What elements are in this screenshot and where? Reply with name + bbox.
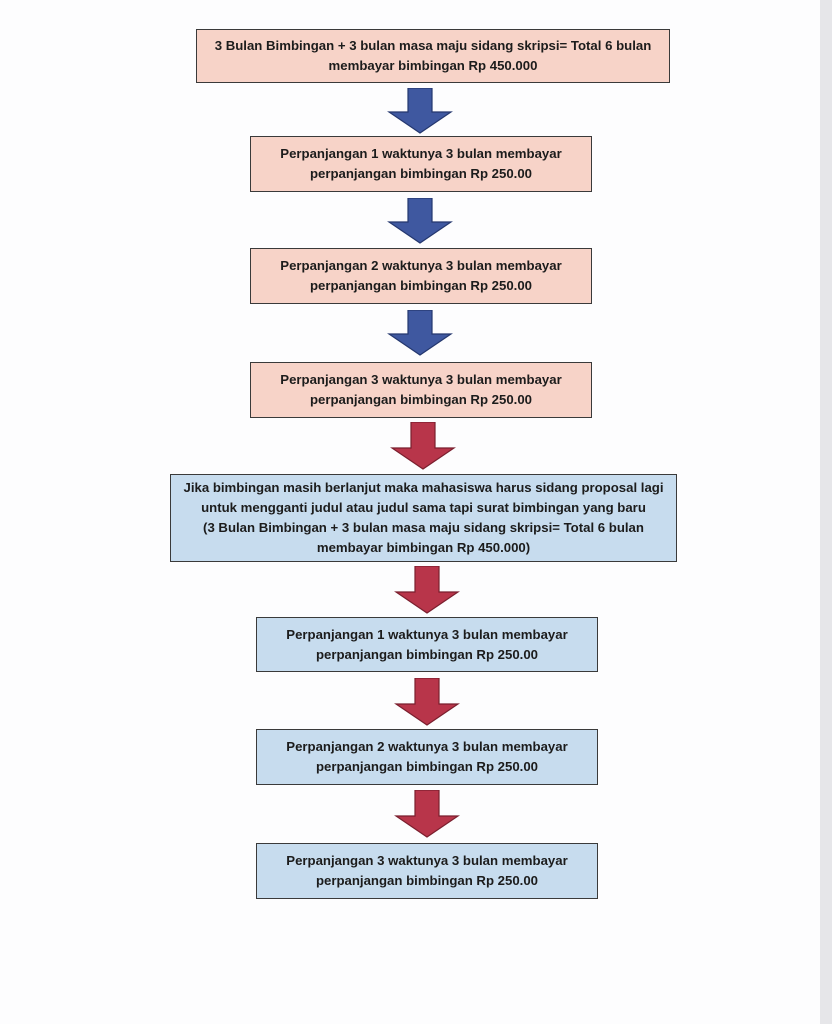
box-text-line: perpanjangan bimbingan Rp 250.00: [315, 759, 539, 774]
box-text-line: (3 Bulan Bimbingan + 3 bulan masa maju s…: [203, 520, 644, 535]
box-text-line: untuk mengganti judul atau judul sama ta…: [201, 500, 646, 515]
box-text-line: perpanjangan bimbingan Rp 250.00: [309, 278, 533, 293]
box-text-line: perpanjangan bimbingan Rp 250.00: [309, 392, 533, 407]
flow-box-extension-3: Perpanjangan 3 waktunya 3 bulan membayar…: [250, 362, 592, 418]
box-text-line: Perpanjangan 2 waktunya 3 bulan membayar: [280, 258, 562, 273]
box-text-line: Perpanjangan 1 waktunya 3 bulan membayar: [280, 146, 562, 161]
down-arrow-icon: [387, 198, 453, 244]
box-text-line: Perpanjangan 1 waktunya 3 bulan membayar: [286, 626, 568, 642]
flow-box-extension-2: Perpanjangan 2 waktunya 3 bulan membayar…: [250, 248, 592, 304]
box-text-line: membayar bimbingan Rp 450.000: [328, 58, 538, 73]
down-arrow-icon: [390, 422, 456, 470]
box-text-line: Perpanjangan 2 waktunya 3 bulan membayar: [286, 739, 568, 754]
box-text-line: perpanjangan bimbingan Rp 250.00: [309, 166, 533, 181]
down-arrow-icon: [387, 88, 453, 134]
flow-box-extension-1: Perpanjangan 1 waktunya 3 bulan membayar…: [250, 136, 592, 192]
box-text-line: Perpanjangan 3 waktunya 3 bulan membayar: [280, 372, 562, 387]
flow-box-second-extension-3: Perpanjangan 3 waktunya 3 bulan membayar…: [256, 843, 598, 899]
flow-box-new-proposal: Jika bimbingan masih berlanjut maka maha…: [170, 474, 677, 562]
scanner-edge: [820, 0, 832, 1024]
box-text-line: Jika bimbingan masih berlanjut maka maha…: [183, 480, 664, 495]
box-text-line: perpanjangan bimbingan Rp 250.00: [315, 646, 539, 662]
flow-box-second-extension-1: Perpanjangan 1 waktunya 3 bulan membayar…: [256, 617, 598, 672]
box-text-line: 3 Bulan Bimbingan + 3 bulan masa maju si…: [214, 38, 652, 53]
down-arrow-icon: [394, 790, 460, 838]
flow-box-second-extension-2: Perpanjangan 2 waktunya 3 bulan membayar…: [256, 729, 598, 785]
down-arrow-icon: [394, 678, 460, 726]
box-text-line: perpanjangan bimbingan Rp 250.00: [315, 873, 539, 888]
down-arrow-icon: [387, 310, 453, 356]
box-text-line: Perpanjangan 3 waktunya 3 bulan membayar: [286, 853, 568, 868]
box-text-line: membayar bimbingan Rp 450.000): [316, 540, 531, 555]
down-arrow-icon: [394, 566, 460, 614]
flow-box-initial-guidance: 3 Bulan Bimbingan + 3 bulan masa maju si…: [196, 29, 670, 83]
